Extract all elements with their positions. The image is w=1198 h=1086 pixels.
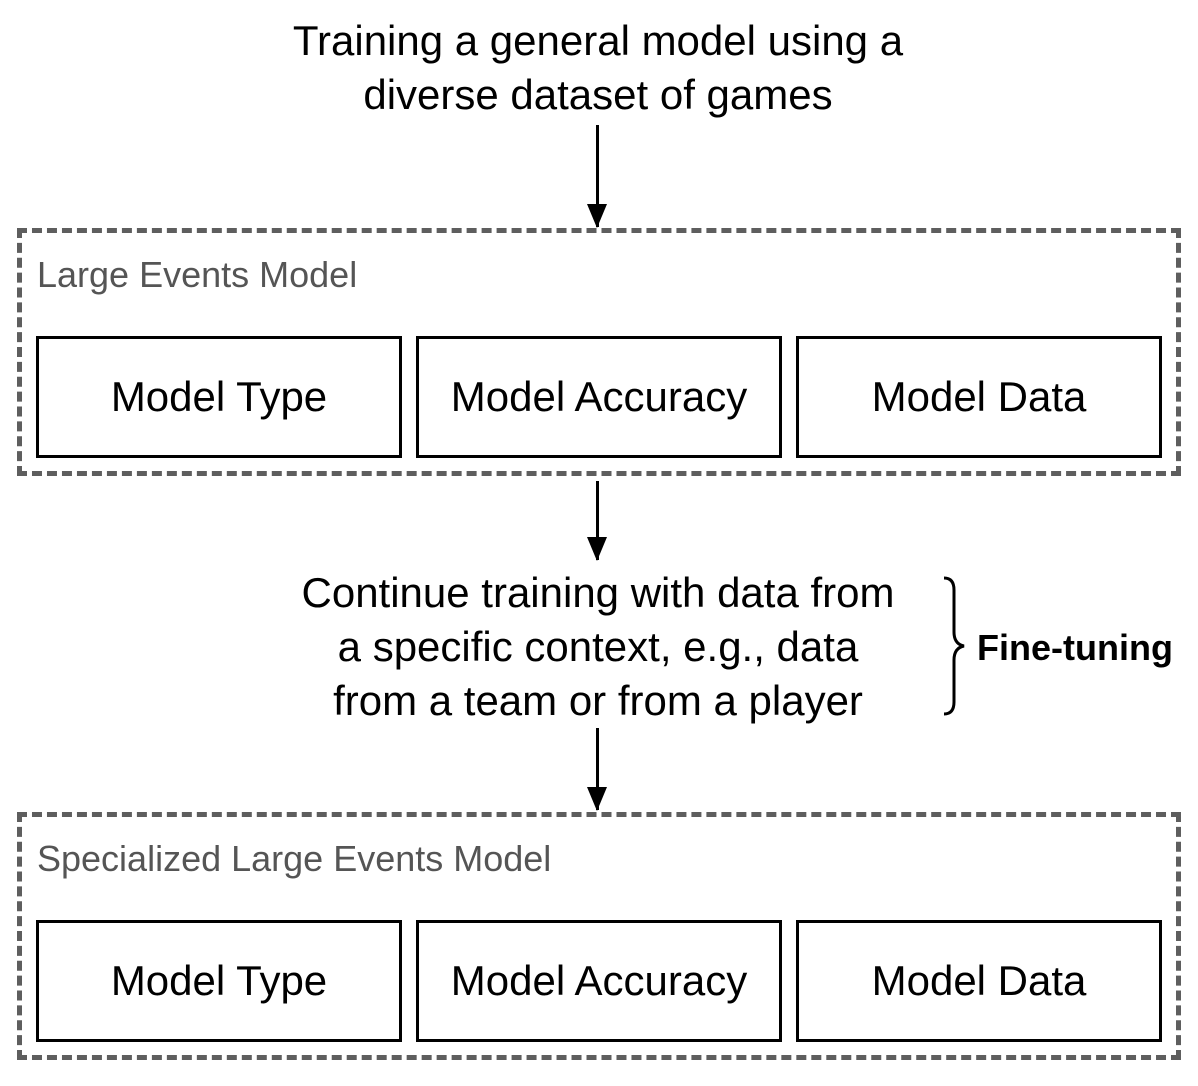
middle-step-line-1: Continue training with data from (301, 569, 895, 616)
curly-brace-icon (943, 576, 965, 716)
model-data-box: Model Data (796, 336, 1162, 458)
model-data-box: Model Data (796, 920, 1162, 1042)
arrow-down-3 (587, 728, 607, 811)
middle-step-line-2: a specific context, e.g., data (337, 623, 859, 670)
arrow-down-2 (587, 481, 607, 561)
middle-step-line-3: from a team or from a player (333, 677, 863, 724)
group-title: Specialized Large Events Model (37, 838, 552, 879)
top-step-line-1: Training a general model using a (292, 17, 904, 64)
model-type-box: Model Type (36, 336, 402, 458)
middle-step-label: Continue training with data from a speci… (230, 566, 966, 728)
fine-tuning-label: Fine-tuning (977, 627, 1173, 668)
model-accuracy-box: Model Accuracy (416, 336, 782, 458)
model-type-box: Model Type (36, 920, 402, 1042)
arrow-down-1 (587, 125, 607, 228)
top-step-label: Training a general model using a diverse… (200, 14, 996, 122)
group-title: Large Events Model (37, 254, 358, 295)
specialized-large-events-model-group: Specialized Large Events Model Model Typ… (17, 812, 1181, 1060)
large-events-model-group: Large Events Model Model Type Model Accu… (17, 228, 1181, 476)
model-accuracy-box: Model Accuracy (416, 920, 782, 1042)
top-step-line-2: diverse dataset of games (363, 71, 833, 118)
